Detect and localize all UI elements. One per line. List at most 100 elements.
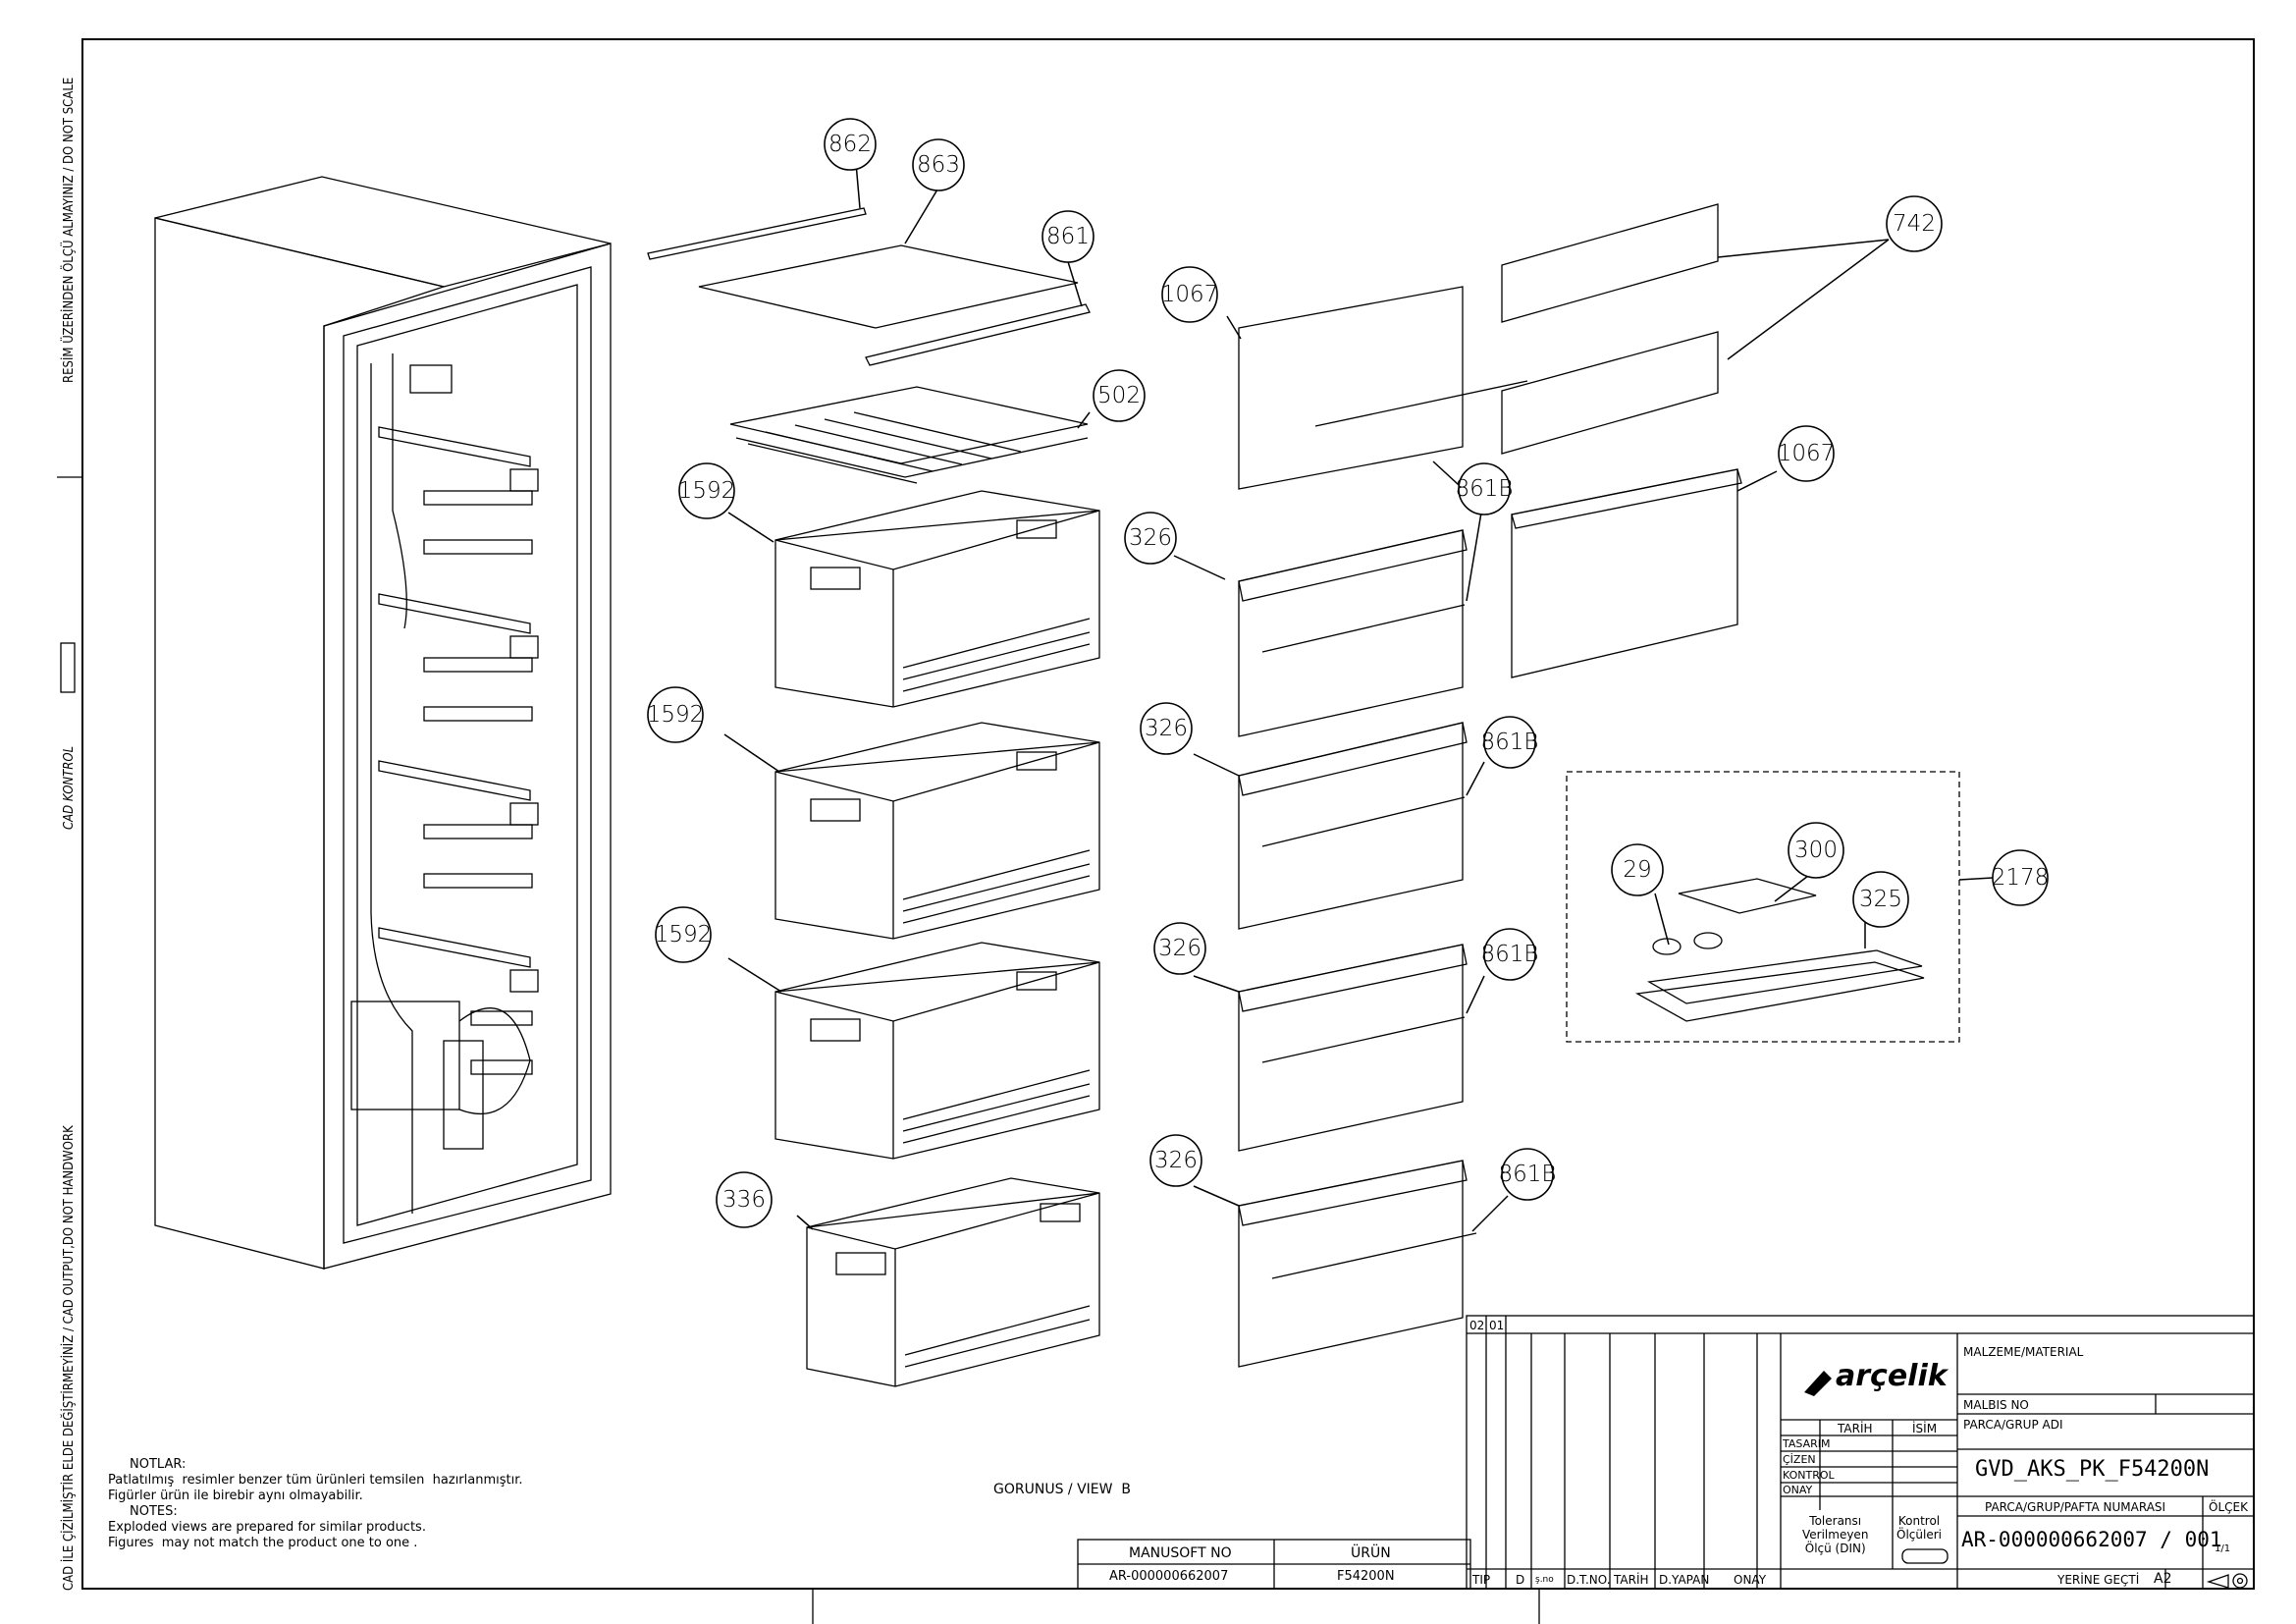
hdr-dtno: D.T.NO. — [1567, 1573, 1611, 1587]
drawer-fronts — [1238, 286, 1528, 1368]
notes-title-en: NOTES: — [130, 1504, 178, 1519]
role-onay: ONAY — [1783, 1484, 1813, 1496]
svg-text:861B: 861B — [1456, 476, 1514, 502]
hdr-tarih: TARİH — [1614, 1573, 1649, 1587]
svg-text:1592: 1592 — [678, 478, 736, 504]
svg-text:2178: 2178 — [1992, 865, 2050, 891]
hdr-d: D — [1516, 1573, 1525, 1587]
svg-text:326: 326 — [1129, 525, 1172, 551]
callout-1592-a: 1592 — [678, 462, 736, 519]
hdr-dyapan: D.YAPAN — [1659, 1573, 1710, 1587]
callout-502: 502 — [1093, 369, 1146, 422]
callout-861: 861 — [1041, 210, 1095, 263]
callout-742: 742 — [1886, 195, 1943, 252]
svg-text:742: 742 — [1893, 211, 1936, 237]
callout-863: 863 — [912, 138, 965, 191]
brand-name: arçelik — [1836, 1359, 1948, 1393]
callout-29: 29 — [1611, 843, 1664, 896]
callout-325: 325 — [1852, 871, 1909, 928]
leader-lines — [723, 162, 1994, 1232]
crisper-drawer-1 — [774, 490, 1100, 708]
urun-value: F54200N — [1337, 1569, 1395, 1584]
cad-control-box — [60, 642, 76, 693]
svg-text:325: 325 — [1859, 887, 1902, 912]
hdr-onay: ONAY — [1734, 1573, 1767, 1587]
isim-header: İSİM — [1912, 1422, 1938, 1435]
svg-text:1592: 1592 — [655, 922, 713, 947]
manusoft-table — [1077, 1539, 1471, 1590]
svg-text:861B: 861B — [1481, 730, 1539, 755]
cabinet-rails — [378, 426, 539, 1150]
callout-300: 300 — [1788, 822, 1844, 879]
crisper-drawer-3 — [774, 942, 1100, 1160]
view-label: GORUNUS / VIEW B — [993, 1482, 1131, 1497]
callout-326-d: 326 — [1149, 1134, 1202, 1187]
role-cizen: ÇİZEN — [1783, 1453, 1816, 1466]
kontrol-olculeri-label: Kontrol Ölçüleri — [1896, 1514, 1942, 1542]
group-name: GVD_AKS_PK_F54200N — [1975, 1457, 2210, 1482]
hdr-tip: TIP — [1472, 1573, 1491, 1587]
notes-line1-tr: Patlatılmış resimler benzer tüm ürünleri… — [108, 1473, 523, 1488]
group-label: PARCA/GRUP ADI — [1963, 1418, 2063, 1432]
right-panels — [1501, 203, 1742, 678]
notes-title-tr: NOTLAR: — [130, 1457, 187, 1472]
svg-text:863: 863 — [917, 152, 960, 178]
callout-861B-b: 861B — [1481, 716, 1539, 769]
drawing-frame — [81, 38, 2255, 1590]
callout-326-b: 326 — [1140, 702, 1193, 755]
ice-tray-group-box — [1566, 771, 1960, 1043]
yerine-gecti-label: YERİNE GEÇTİ — [2057, 1573, 2140, 1587]
svg-text:1067: 1067 — [1778, 441, 1836, 466]
material-label: MALZEME/MATERIAL — [1963, 1345, 2084, 1359]
refrigerator-cabinet — [154, 176, 612, 1270]
svg-text:861B: 861B — [1499, 1162, 1557, 1187]
svg-text:326: 326 — [1154, 1148, 1198, 1173]
role-tasarim: TASARIM — [1783, 1437, 1831, 1450]
brand-logo — [1804, 1371, 1832, 1396]
callout-336: 336 — [716, 1171, 773, 1228]
side-label-cad-kontrol: CAD KONTROL — [62, 745, 77, 830]
callout-326-c: 326 — [1153, 922, 1206, 975]
ice-tray-parts — [1634, 878, 1925, 1022]
scale-value: 1/1 — [2215, 1543, 2231, 1554]
side-label-do-not-scale: RESİM ÜZERİNDEN ÖLÇÜ ALMAYINIZ / DO NOT … — [62, 77, 77, 383]
callout-2178: 2178 — [1992, 849, 2050, 906]
callout-862: 862 — [824, 118, 877, 171]
side-label-cad-output: CAD İLE ÇİZİLMİŞTİR ELDE DEĞİŞTİRMEYİNİZ… — [62, 1125, 77, 1591]
sheet-size: A2 — [2154, 1571, 2172, 1587]
projection-symbol — [2206, 1573, 2248, 1589]
scale-label: ÖLÇEK — [2209, 1500, 2248, 1514]
title-block — [1466, 1315, 2255, 1590]
notes-line1-en: Exploded views are prepared for similar … — [108, 1520, 426, 1535]
svg-text:861: 861 — [1046, 224, 1090, 249]
svg-text:336: 336 — [722, 1187, 766, 1213]
part-no-label: PARCA/GRUP/PAFTA NUMARASI — [1985, 1500, 2166, 1514]
callout-861B-d: 861B — [1499, 1148, 1557, 1201]
crisper-drawer-2 — [774, 722, 1100, 940]
svg-text:1067: 1067 — [1161, 282, 1219, 307]
tarih-header: TARİH — [1838, 1422, 1873, 1435]
hdr-sno: ş.no — [1535, 1575, 1554, 1585]
shelf-parts — [647, 207, 1091, 484]
rev-col-02: 02 — [1469, 1319, 1485, 1332]
notes-line2-tr: Figürler ürün ile birebir aynı olmayabil… — [108, 1489, 363, 1503]
manusoft-header: MANUSOFT NO — [1129, 1545, 1232, 1561]
svg-text:326: 326 — [1145, 716, 1188, 741]
part-number: AR-000000662007 / 001 — [1961, 1528, 2222, 1551]
callout-1592-b: 1592 — [647, 686, 705, 743]
callout-1592-c: 1592 — [655, 906, 713, 963]
role-kontrol: KONTROL — [1783, 1469, 1835, 1482]
callout-861B-c: 861B — [1481, 928, 1539, 981]
svg-text:861B: 861B — [1481, 942, 1539, 967]
callout-1067-b: 1067 — [1778, 425, 1836, 482]
bottom-drawer-336 — [806, 1177, 1100, 1387]
callout-326-a: 326 — [1124, 512, 1177, 565]
svg-text:326: 326 — [1158, 936, 1201, 961]
svg-text:1592: 1592 — [647, 702, 705, 728]
callout-bubbles: 862 863 861 502 1067 742 1592 326 861B 1… — [647, 118, 2050, 1228]
notes-line2-en: Figures may not match the product one to… — [108, 1536, 418, 1550]
callout-1067-a: 1067 — [1161, 266, 1219, 323]
svg-text:502: 502 — [1097, 383, 1141, 408]
rev-col-01: 01 — [1489, 1319, 1505, 1332]
